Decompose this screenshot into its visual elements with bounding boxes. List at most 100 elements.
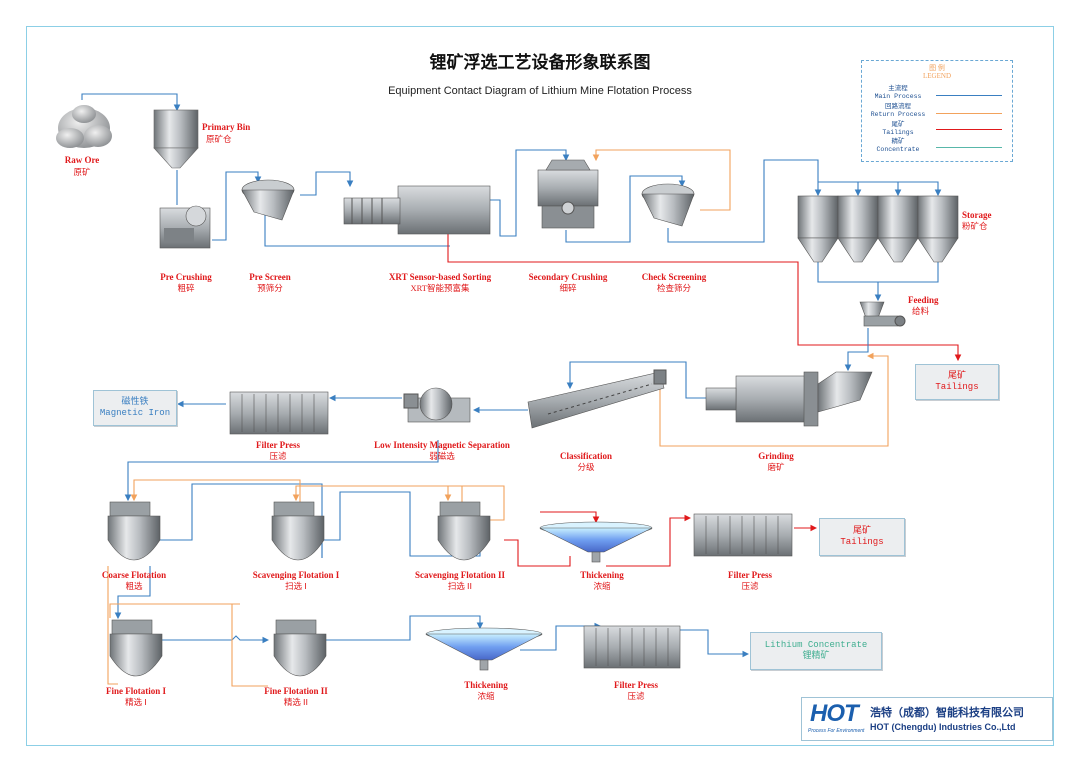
label-pre-screen-cn: 预筛分 (257, 283, 283, 293)
label-thickening-2-cn: 浓缩 (477, 691, 495, 701)
legend-item-concentrate-cn: 精矿 (891, 138, 905, 145)
lithium-concentrate-box-en: Lithium Concentrate (764, 640, 868, 650)
flow-raw-to-bin (81, 93, 181, 112)
company-name-en: HOT (Chengdu) Industries Co.,Ltd (870, 722, 1016, 732)
flow-crusher-to-screen (212, 171, 262, 241)
label-raw-ore-en: Raw Ore (65, 155, 100, 165)
magnetic-iron-box-cn: 磁性铁 (121, 397, 149, 407)
flow-screen-undersize (264, 210, 450, 247)
label-primary-bin-cn: 原矿仓 (206, 134, 232, 144)
label-lims-cn: 弱磁选 (429, 451, 455, 461)
legend-line-tailings (936, 129, 1002, 130)
label-primary-bin-en: Primary Bin (202, 122, 250, 132)
label-grinding-en: Grinding (758, 451, 794, 461)
label-thickening-1-cn: 浓缩 (593, 581, 611, 591)
flow-check-return (592, 149, 731, 211)
label-fine-flotation-2-cn: 精选 ⅠⅠ (284, 697, 308, 707)
primary-bin-icon (153, 109, 199, 169)
label-scavenging-1-cn: 扫选 Ⅰ (285, 581, 307, 591)
legend-line-main (936, 95, 1002, 96)
flotation-cell-coarse-icon (107, 501, 161, 561)
lithium-concentrate-box-cn: 锂精矿 (802, 651, 830, 661)
label-storage-cn: 粉矿仓 (962, 221, 988, 231)
label-xrt-cn: XRT智能预富集 (411, 283, 470, 293)
equipment-labels: Raw Ore 原矿 Primary Bin 原矿仓 Pre Crushing … (65, 122, 992, 707)
flow-xrt-tailings (447, 230, 962, 362)
raw-ore-icon (56, 105, 112, 148)
tailings-box-2: 尾矿 Tailings (819, 518, 905, 556)
spiral-classifier-icon (527, 369, 667, 429)
legend-item-return-cn: 回路流程 (885, 103, 911, 110)
label-fine-flotation-2-en: Fine Flotation II (264, 686, 328, 696)
legend-item-tailings-en: Tailings (882, 129, 914, 136)
legend-item-tailings: 尾矿 Tailings (868, 121, 928, 137)
label-storage-en: Storage (962, 210, 992, 220)
company-logo: HOT (810, 700, 859, 727)
flow-xrt-to-crusher (490, 149, 570, 237)
flow-check-to-storage (667, 159, 822, 243)
diagram-title-cn: 锂矿浮选工艺设备形象联系图 (429, 53, 651, 73)
label-check-screening-cn: 检查筛分 (657, 283, 692, 293)
feeder-icon (859, 301, 906, 327)
legend-title-en: LEGEND (923, 72, 951, 80)
label-grinding-cn: 磨矿 (767, 462, 785, 472)
storage-silos-icon (797, 195, 959, 263)
label-classification-en: Classification (560, 451, 612, 461)
legend-title-cn: 图 例 (929, 64, 945, 72)
ball-mill-icon (705, 371, 873, 427)
lithium-concentrate-box: Lithium Concentrate 锂精矿 (750, 632, 882, 670)
label-feeding-cn: 给料 (912, 306, 930, 316)
tailings-box-1-en: Tailings (935, 382, 979, 392)
label-filter-press-1-en: Filter Press (256, 440, 300, 450)
flotation-cell-scavenging-1-icon (271, 501, 325, 561)
legend: 图 例 LEGEND 主流程 Main Process 回路流程 Return … (861, 60, 1013, 162)
legend-line-return (936, 113, 1002, 114)
flow-lims-to-coarse (124, 440, 439, 502)
legend-title: 图 例 LEGEND (862, 64, 1012, 80)
label-check-screening-en: Check Screening (642, 272, 707, 282)
flow-storage-collect (817, 262, 939, 283)
legend-item-main-en: Main Process (874, 93, 922, 100)
flow-scav1-return (130, 479, 301, 506)
label-filter-press-2-cn: 压滤 (741, 581, 759, 591)
company-name-cn: 浩特（成都）智能科技有限公司 (870, 706, 1024, 719)
magnetic-iron-box-en: Magnetic Iron (99, 408, 171, 418)
tailings-box-2-en: Tailings (840, 537, 884, 547)
flow-coarse-to-fine1 (114, 566, 151, 620)
label-raw-ore-cn: 原矿 (73, 167, 91, 177)
flow-scav2-tail (504, 539, 571, 567)
label-secondary-crushing-en: Secondary Crushing (529, 272, 608, 282)
label-coarse-flotation-cn: 粗选 (125, 581, 143, 591)
filter-press-3-icon (583, 625, 681, 669)
legend-item-return-en: Return Process (870, 111, 926, 118)
pre-screen-icon (241, 179, 295, 221)
tailings-box-2-cn: 尾矿 (852, 526, 871, 536)
label-pre-crushing-cn: 粗碎 (177, 283, 195, 293)
label-filter-press-1-cn: 压滤 (269, 451, 287, 461)
filter-press-2-icon (693, 513, 793, 557)
flotation-cell-scavenging-2-icon (437, 501, 491, 561)
secondary-crusher-icon (537, 159, 599, 229)
legend-item-main: 主流程 Main Process (868, 85, 928, 101)
label-classification-cn: 分级 (577, 462, 595, 472)
label-feeding-en: Feeding (908, 295, 939, 305)
thickener-1-icon (539, 521, 653, 563)
label-filter-press-2-en: Filter Press (728, 570, 772, 580)
label-scavenging-2-cn: 扫选 ⅠⅠ (448, 581, 472, 591)
label-thickening-1-en: Thickening (580, 570, 624, 580)
jaw-crusher-icon (159, 205, 211, 249)
flow-filter-to-concentrate (680, 629, 750, 658)
label-pre-screen-en: Pre Screen (249, 272, 290, 282)
label-fine-flotation-1-cn: 精选 Ⅰ (125, 697, 147, 707)
label-filter-press-3-en: Filter Press (614, 680, 658, 690)
flow-mill-to-classifier (566, 361, 712, 399)
legend-item-concentrate: 精矿 Concentrate (868, 138, 928, 154)
flow-storage-distribute (818, 181, 942, 197)
filter-press-1-icon (229, 391, 329, 435)
legend-item-concentrate-en: Concentrate (876, 146, 920, 153)
flow-scav2-loop (444, 485, 505, 521)
label-pre-crushing-en: Pre Crushing (160, 272, 212, 282)
tailings-box-1-cn: 尾矿 (947, 371, 966, 381)
xrt-sorter-icon (343, 185, 491, 235)
